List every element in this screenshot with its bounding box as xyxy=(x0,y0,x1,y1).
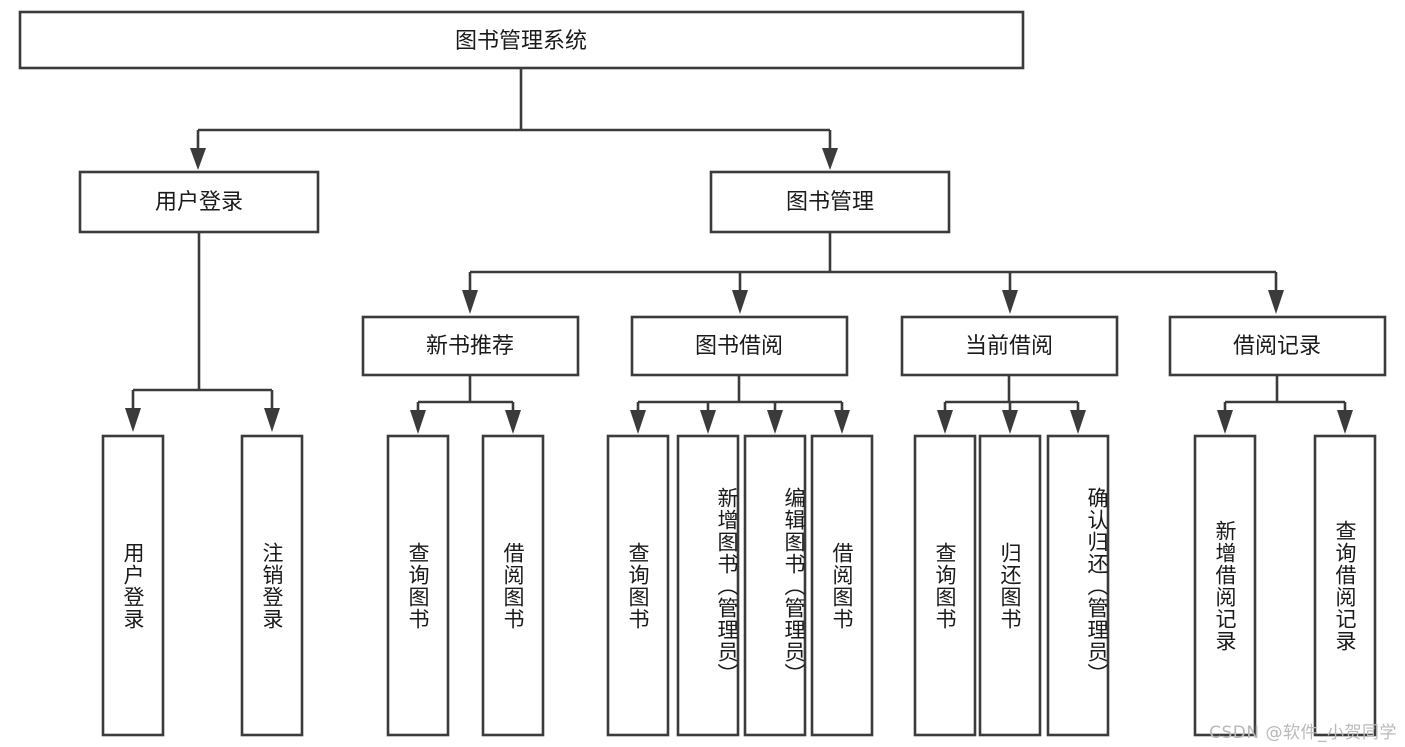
node-new-book-recommend[interactable]: 新书推荐 xyxy=(361,315,580,377)
node-new-book-recommend-label: 新书推荐 xyxy=(426,334,514,359)
node-new-book-recommend-box[interactable] xyxy=(361,315,580,377)
leaf-box-borrow-record-0[interactable] xyxy=(1193,434,1257,737)
connector-new-book-recommend-to-leaves xyxy=(410,375,521,434)
connector-borrow-record-to-leaves xyxy=(1217,375,1353,434)
arrow-head-icon xyxy=(1002,410,1018,434)
arrow-head-icon xyxy=(1217,410,1233,434)
arrow-head-icon xyxy=(732,290,748,314)
node-root[interactable]: 图书管理系统 xyxy=(18,10,1025,70)
node-current-borrow[interactable]: 当前借阅 xyxy=(900,315,1119,377)
leaf-box-current-borrow-0[interactable] xyxy=(913,434,977,737)
arrow-head-icon xyxy=(1002,290,1018,314)
node-current-borrow-label: 当前借阅 xyxy=(965,334,1053,359)
leaf-box-user-login-0[interactable] xyxy=(101,434,165,737)
csdn-watermark: CSDN @软件_小贺同学 xyxy=(1209,723,1397,743)
arrow-head-icon xyxy=(264,408,280,432)
leaf-box-book-borrow-3[interactable] xyxy=(810,434,874,737)
leaf-box-book-borrow-2[interactable] xyxy=(743,434,807,737)
arrow-head-icon xyxy=(700,410,716,434)
leaf-box-new-book-0[interactable] xyxy=(386,434,450,737)
arrow-head-icon xyxy=(410,410,426,434)
leaf-box-borrow-record-1[interactable] xyxy=(1313,434,1377,737)
arrow-head-icon xyxy=(505,410,521,434)
arrow-head-icon xyxy=(125,408,141,432)
arrow-head-icon xyxy=(190,148,206,170)
leaf-box-user-login-1[interactable] xyxy=(240,434,304,737)
node-root-box[interactable] xyxy=(18,10,1025,70)
node-current-borrow-box[interactable] xyxy=(900,315,1119,377)
leaf-box-new-book-1[interactable] xyxy=(481,434,545,737)
node-book-borrow-label: 图书借阅 xyxy=(695,334,783,359)
arrow-head-icon xyxy=(937,410,953,434)
leaf-box-book-borrow-1[interactable] xyxy=(676,434,740,737)
arrow-head-icon xyxy=(1268,290,1284,314)
node-user-login-label: 用户登录 xyxy=(155,190,243,215)
node-book-management-label: 图书管理 xyxy=(786,190,874,215)
arrow-head-icon xyxy=(1337,410,1353,434)
connector-root-to-level2 xyxy=(190,68,838,170)
connector-book-management-to-level3 xyxy=(462,232,1284,314)
leaf-box-book-borrow-0[interactable] xyxy=(606,434,670,737)
node-borrow-record[interactable]: 借阅记录 xyxy=(1168,315,1387,377)
arrow-head-icon xyxy=(834,410,850,434)
connector-user-login-to-leaves xyxy=(125,232,280,432)
arrow-head-icon xyxy=(462,290,478,314)
node-book-management[interactable]: 图书管理 xyxy=(709,170,951,234)
node-root-label: 图书管理系统 xyxy=(455,29,587,54)
arrow-head-icon xyxy=(767,410,783,434)
node-borrow-record-label: 借阅记录 xyxy=(1233,334,1321,359)
node-book-borrow[interactable]: 图书借阅 xyxy=(630,315,849,377)
node-user-login[interactable]: 用户登录 xyxy=(78,170,320,234)
arrow-head-icon xyxy=(1070,410,1086,434)
node-user-login-box[interactable] xyxy=(78,170,320,234)
leaf-box-current-borrow-1[interactable] xyxy=(978,434,1042,737)
leaf-box-current-borrow-2[interactable] xyxy=(1046,434,1110,737)
arrow-head-icon xyxy=(630,410,646,434)
connector-book-borrow-to-leaves xyxy=(630,375,850,434)
connector-current-borrow-to-leaves xyxy=(937,375,1086,434)
arrow-head-icon xyxy=(822,148,838,170)
